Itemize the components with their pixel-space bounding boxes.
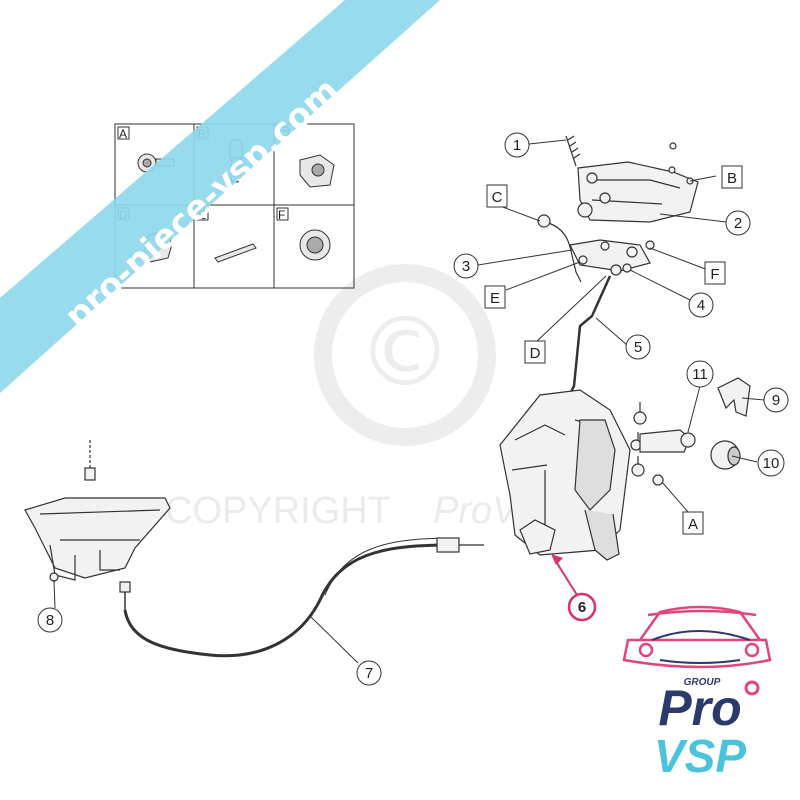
callout-9: 9 [763, 387, 789, 413]
watermark-text: COPYRIGHT [165, 490, 391, 532]
leader-lines [53, 139, 766, 664]
svg-text:F: F [710, 266, 719, 283]
logo-dot-icon [744, 680, 760, 696]
callouts: 1 2 3 4 5 6 7 8 9 10 11 [37, 132, 789, 686]
car-detail-icon [651, 630, 751, 664]
callout-2: 2 [725, 210, 751, 236]
logo-group-text: GROUP [684, 677, 721, 688]
cell-label-e: E [198, 208, 206, 222]
callout-11: 11 [686, 360, 714, 388]
cell-label-a: A [119, 127, 127, 141]
box-f: F [704, 261, 726, 285]
box-c: C [486, 184, 508, 208]
highlight-arrow [551, 554, 578, 596]
interior-handle [24, 440, 171, 582]
svg-text:7: 7 [365, 665, 373, 682]
provsp-logo: GROUP Pro VSP [622, 605, 772, 782]
callout-3: 3 [453, 253, 479, 279]
box-a: A [682, 511, 704, 535]
car-outline-icon [622, 605, 772, 669]
svg-text:6: 6 [578, 599, 586, 616]
callout-7: 7 [356, 660, 382, 686]
part-e-strip-icon [214, 243, 257, 263]
svg-text:4: 4 [697, 297, 705, 314]
svg-text:5: 5 [634, 339, 642, 356]
box-d: D [524, 340, 546, 364]
callout-5: 5 [625, 334, 651, 360]
letter-boxes: B C E F D A [484, 165, 743, 535]
release-cable [119, 537, 484, 658]
lock-assembly [499, 377, 751, 561]
svg-text:11: 11 [692, 366, 708, 383]
part-f-grommet-icon [299, 229, 331, 261]
callout-8: 8 [37, 607, 63, 633]
callout-10: 10 [757, 449, 785, 477]
svg-text:9: 9 [772, 392, 780, 409]
callout-4: 4 [688, 292, 714, 318]
svg-text:3: 3 [462, 258, 470, 275]
svg-text:10: 10 [763, 455, 780, 472]
svg-text:2: 2 [734, 215, 742, 232]
svg-text:D: D [530, 345, 541, 362]
cell-label-f: F [278, 208, 285, 222]
svg-text:A: A [688, 516, 698, 533]
copyright-symbol: © [358, 298, 453, 408]
callout-6-highlighted: 6 [567, 592, 597, 622]
banner-text: pro-piece-vsp.com [57, 70, 347, 336]
svg-text:1: 1 [513, 137, 521, 154]
box-b: B [721, 165, 743, 189]
logo-vsp-text: VSP [654, 730, 746, 782]
svg-text:8: 8 [46, 612, 54, 629]
copyright-watermark: © COPYRIGHT ProVSP [165, 264, 569, 532]
svg-text:E: E [490, 290, 500, 307]
svg-text:C: C [492, 189, 503, 206]
callout-1: 1 [504, 132, 530, 158]
part-c-clip-icon [299, 154, 335, 188]
logo-pro-text: Pro [658, 680, 741, 736]
upper-mechanism [537, 135, 699, 395]
box-e: E [484, 285, 506, 309]
svg-text:B: B [727, 170, 737, 187]
